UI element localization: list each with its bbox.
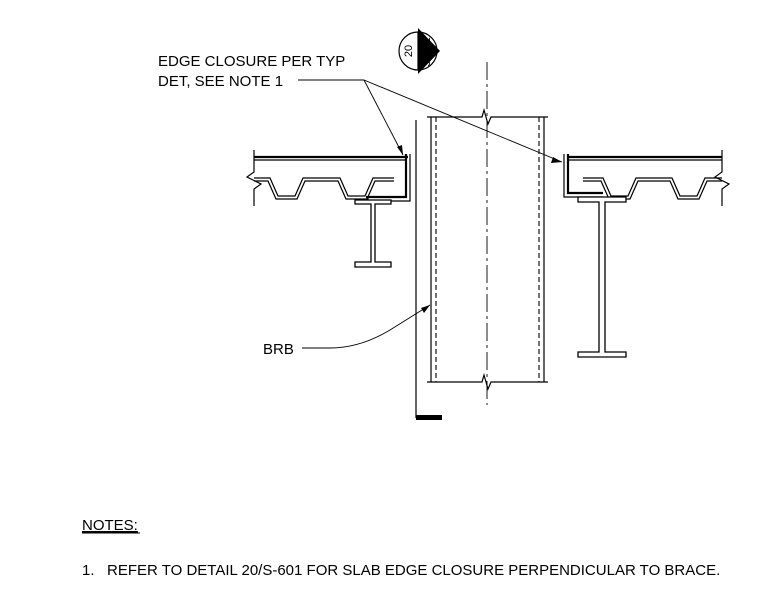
left-slab-deck [245, 150, 408, 206]
note-item-1: 1. REFER TO DETAIL 20/S-601 FOR SLAB EDG… [82, 562, 720, 579]
edge-closure-label-line1: EDGE CLOSURE PER TYP [158, 53, 345, 70]
left-steel-beam [354, 196, 392, 268]
section-marker-symbol: 20 S-601 [398, 28, 440, 74]
brb-brace [427, 62, 548, 405]
right-steel-beam [577, 196, 627, 358]
section-tag-detail-number: 20 [403, 45, 415, 57]
right-slab-deck [567, 150, 731, 206]
brb-leader [302, 304, 431, 349]
brb-label: BRB [263, 341, 294, 358]
notes-heading: NOTES: [82, 517, 138, 534]
gusset-plate [415, 120, 442, 420]
edge-closure-label-line2: DET, SEE NOTE 1 [158, 73, 283, 90]
section-tag-sheet-number: S-601 [421, 37, 433, 66]
edge-closure-leaders [298, 79, 563, 163]
